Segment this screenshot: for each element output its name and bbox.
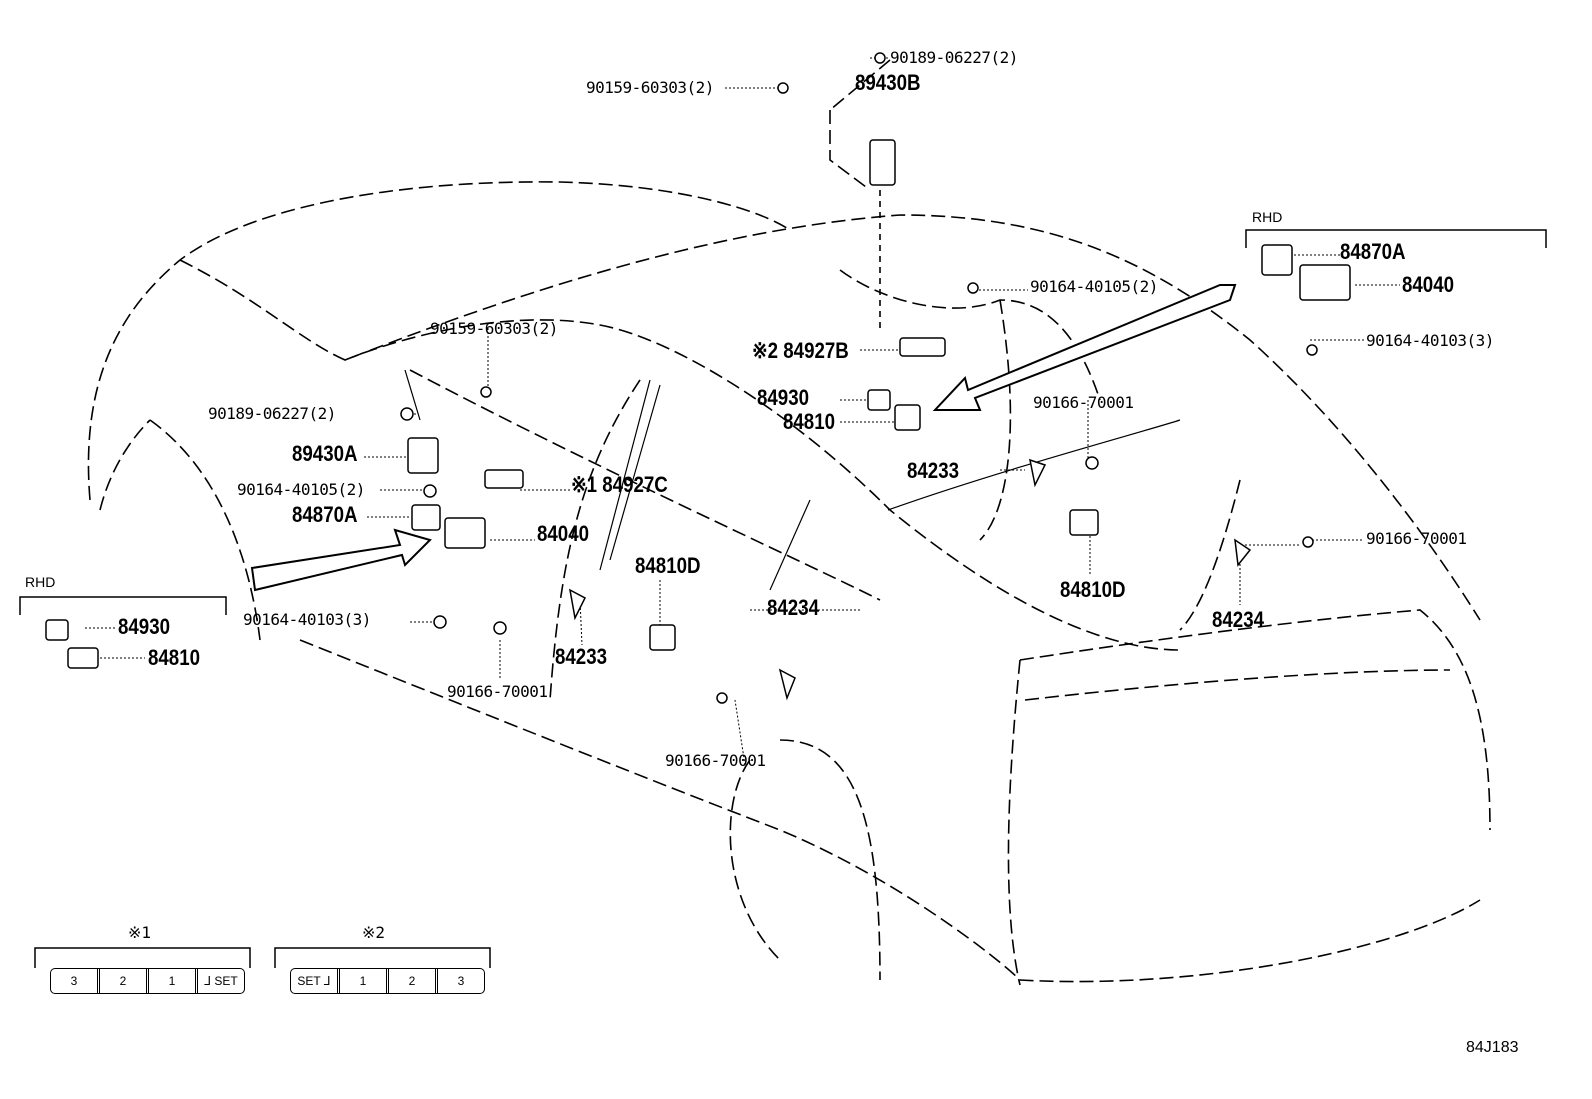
part-callout: 84233 (555, 644, 608, 669)
switch-button: ⅃ SET (204, 974, 238, 988)
component-icons (45, 52, 1351, 704)
part-callout: 90189-06227(2) (890, 48, 1018, 67)
part-callout: 84810D (635, 553, 701, 578)
switch-button: SET ⅃ (291, 969, 340, 993)
part-callout: 84810 (148, 645, 201, 670)
part-callout: 89430B (855, 70, 921, 95)
switch-button: 3 (51, 969, 100, 993)
switch-button: 1 (149, 969, 198, 993)
switch-button: 2 (389, 969, 438, 993)
part-callout: 84810 (783, 409, 836, 434)
part-callout: 90159-60303(2) (430, 319, 558, 338)
part-callout: 84930 (118, 614, 171, 639)
part-callout: 90164-40103(3) (243, 610, 371, 629)
part-callout: 84810D (1060, 577, 1126, 602)
diagram-code: 84J183 (1466, 1039, 1519, 1056)
part-callout: 84930 (757, 385, 810, 410)
legend-mark-2: ※2 (362, 923, 386, 942)
part-callout: 84234 (1212, 607, 1265, 632)
part-callout: RHD (1252, 209, 1283, 225)
part-callout: 84040 (537, 521, 590, 546)
part-callout: 90166-70001 (665, 751, 766, 770)
switch-button: 1 (340, 969, 389, 993)
part-callout: 90164-40105(2) (1030, 277, 1158, 296)
part-callout: 90166-70001 (1033, 393, 1134, 412)
part-callout: 84870A (1340, 239, 1406, 264)
part-callout: 90159-60303(2) (586, 78, 714, 97)
part-callout: 84870A (292, 502, 358, 527)
part-callout: 90189-06227(2) (208, 404, 336, 423)
part-callout: 90164-40103(3) (1366, 331, 1494, 350)
part-callout: 90166-70001 (1366, 529, 1467, 548)
legend-mark-1: ※1 (128, 923, 152, 942)
part-callout: RHD (25, 574, 56, 590)
part-callout: 84040 (1402, 272, 1455, 297)
part-callout: 89430A (292, 441, 358, 466)
arrows (250, 284, 1237, 592)
memory-switch-1: 3 2 1 ⅃ SET (50, 968, 245, 994)
switch-button: 3 (457, 974, 465, 988)
part-callout: 84234 (767, 595, 820, 620)
part-callout: ※2 84927B (752, 338, 849, 363)
part-callout: 90164-40105(2) (237, 480, 365, 499)
part-callout: 90166-70001 (447, 682, 548, 701)
memory-switch-2: SET ⅃ 1 2 3 (290, 968, 485, 994)
part-callout: ※1 84927C (571, 472, 668, 497)
part-callout: 84233 (907, 458, 960, 483)
switch-button: 2 (100, 969, 149, 993)
